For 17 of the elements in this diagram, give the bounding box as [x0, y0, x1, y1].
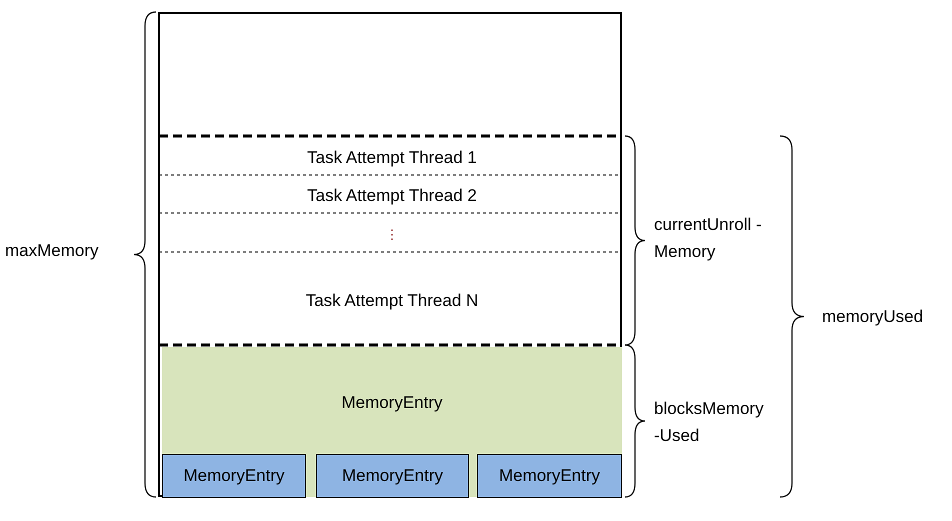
block-label: MemoryEntry: [342, 466, 444, 486]
row-label: Task Attempt Thread 2: [307, 186, 477, 206]
block-label: MemoryEntry: [498, 466, 600, 486]
block-label: MemoryEntry: [183, 466, 285, 486]
brace-label: blocksMemory -Used: [654, 398, 765, 447]
storage-block: [162, 347, 622, 497]
entry-block: [316, 454, 469, 498]
entry-block: [477, 454, 622, 498]
entry-block: [162, 454, 306, 498]
memory-region-box: [158, 12, 622, 497]
row-label: Task Attempt Thread 1: [307, 148, 477, 168]
row-label: Task Attempt Thread N: [306, 290, 478, 310]
row-label: ⋮: [386, 227, 398, 242]
block-label: MemoryEntry: [341, 393, 443, 413]
brace-label: maxMemory: [5, 240, 100, 262]
brace-label: currentUnroll -Memory: [654, 214, 762, 263]
brace-label: memoryUsed: [822, 306, 924, 328]
